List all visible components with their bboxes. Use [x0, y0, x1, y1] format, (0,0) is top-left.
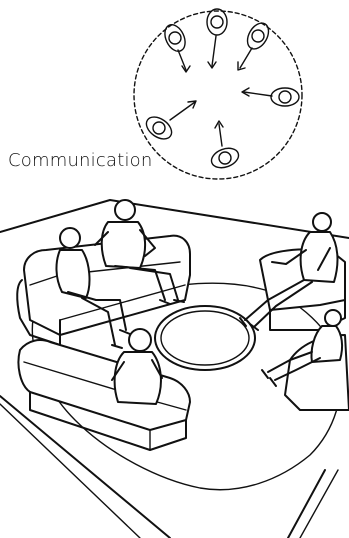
person-top-view-icon [207, 9, 227, 68]
person-top-view-icon [242, 88, 299, 106]
person-top-view-icon [142, 101, 196, 143]
communication-circle-diagram [134, 9, 302, 179]
person-seated-far-right [262, 310, 349, 410]
caption-communication: Communication [8, 150, 152, 171]
dashed-circle [134, 11, 302, 179]
person-top-view-icon [161, 22, 190, 72]
person-top-view-icon [209, 121, 241, 171]
person-top-view-icon [238, 19, 273, 70]
